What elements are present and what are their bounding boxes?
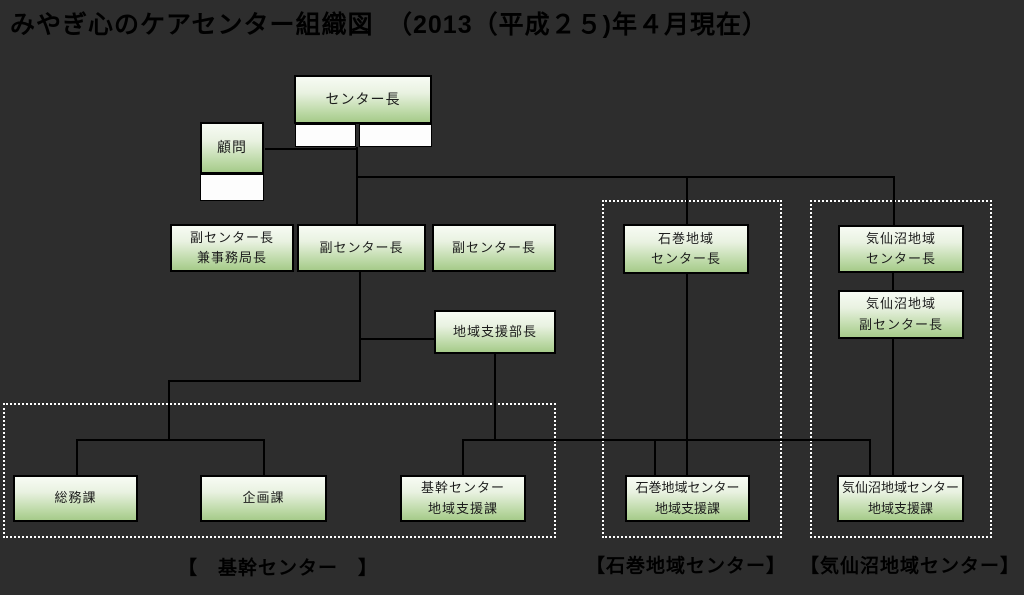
node-label: 兼事務局長 (196, 250, 267, 265)
node-label: 基幹センター (420, 480, 505, 496)
node-planning-section: 企画課 (200, 475, 327, 522)
connector (356, 147, 358, 225)
node-ishinomaki-director: 石巻地域 センター長 (623, 224, 749, 274)
node-general-affairs-section: 総務課 (13, 475, 138, 522)
group-box-kikan-center (3, 403, 556, 538)
node-label: 地域支援課 (867, 500, 933, 516)
group-label-ishinomaki-center: 【石巻地域センター】 (586, 556, 787, 577)
empty-name-box (359, 124, 432, 147)
connector (893, 176, 895, 226)
node-regional-support-dept-head: 地域支援部長 (434, 310, 556, 354)
connector (359, 338, 436, 340)
node-kikan-regional-support-section: 基幹センター 地域支援課 (400, 475, 526, 522)
connector (892, 272, 894, 291)
connector (686, 274, 688, 475)
node-label: 副センター長 (858, 316, 943, 332)
node-kesennuma-director: 気仙沼地域 センター長 (838, 225, 964, 273)
group-box-kesennuma-center (810, 200, 992, 538)
node-label: センター長 (325, 90, 401, 107)
connector (356, 176, 895, 178)
empty-name-box (295, 124, 356, 147)
node-label: 気仙沼地域 (865, 296, 936, 312)
node-label: 副センター長 (189, 229, 274, 245)
connector (462, 439, 464, 475)
connector (869, 439, 871, 475)
connector (76, 439, 265, 441)
node-label: 地域支援課 (427, 500, 498, 516)
connector (654, 439, 656, 475)
group-box-ishinomaki-center (602, 200, 782, 538)
node-label: 石巻地域センター (635, 480, 740, 496)
node-label: センター長 (865, 251, 936, 266)
connector (265, 148, 358, 150)
chart-title: みやぎ心のケアセンター組織図 （2013（平成２５)年４月現在） (10, 11, 768, 39)
connector (359, 272, 361, 382)
node-label: 総務課 (54, 490, 97, 506)
node-center-director: センター長 (294, 75, 432, 124)
node-deputy-director-2: 副センター長 (297, 224, 426, 272)
connector (263, 439, 265, 475)
node-advisor: 顧問 (200, 122, 264, 174)
node-label: 顧問 (217, 139, 247, 156)
connector (76, 439, 78, 475)
node-ishinomaki-regional-support-section: 石巻地域センター 地域支援課 (625, 475, 750, 522)
node-label: 石巻地域 (657, 230, 714, 246)
node-label: 気仙沼地域センター (841, 480, 959, 496)
group-label-kikan-center: 【 基幹センター 】 (177, 558, 378, 579)
node-deputy-director-admin: 副センター長 兼事務局長 (170, 224, 294, 272)
node-label: センター長 (650, 251, 721, 266)
node-label: 企画課 (242, 490, 285, 506)
connector (686, 176, 688, 225)
node-label: 地域支援部長 (452, 323, 537, 339)
node-label: 副センター長 (319, 239, 404, 255)
empty-name-box (200, 174, 264, 201)
group-label-kesennuma-center: 【気仙沼地域センター】 (800, 556, 1021, 577)
connector (494, 354, 496, 440)
connector (168, 380, 170, 441)
connector (892, 338, 894, 475)
node-label: 気仙沼地域 (865, 230, 936, 246)
node-kesennuma-deputy-director: 気仙沼地域 副センター長 (838, 290, 964, 339)
node-kesennuma-regional-support-section: 気仙沼地域センター 地域支援課 (837, 475, 964, 522)
node-label: 副センター長 (451, 239, 536, 255)
node-label: 地域支援課 (654, 500, 720, 516)
node-deputy-director-3: 副センター長 (432, 224, 556, 272)
connector (462, 439, 871, 441)
connector (168, 380, 361, 382)
